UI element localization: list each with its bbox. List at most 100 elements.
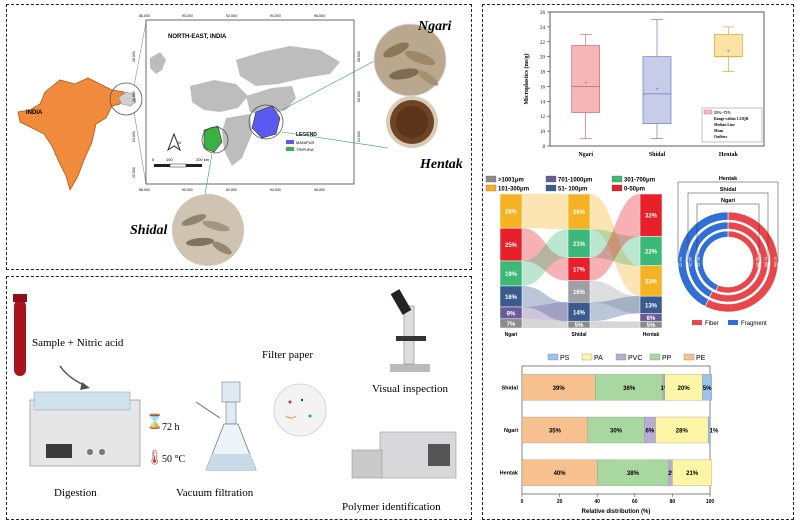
particle-2 (308, 414, 312, 418)
size-legend-label-4: 51- 100μm (558, 187, 587, 193)
hourglass-icon: ⌛ (146, 413, 163, 430)
spectrometer-scope (351, 449, 383, 479)
boxplot-ytick-label-6: 20 (540, 56, 546, 61)
polymer-xtick-label-4: 80 (670, 499, 676, 505)
size-legend-swatch-1 (545, 175, 557, 183)
size-xlabel-shidal: Shidal (571, 332, 587, 338)
boxplot-legend-0: 25%~75% (714, 111, 731, 115)
boxplot-ytick-label-1: 10 (540, 130, 546, 135)
size-distribution-chart: 26%25%19%16%9%7%Ngari26%21%17%16%14%5%Sh… (485, 175, 663, 338)
boxplot-ytick-label-5: 18 (540, 71, 546, 76)
flow-1-2 (590, 194, 640, 281)
size-bar-shidal-5 (567, 320, 591, 329)
lon-tick-bottom-4: 96.000 (314, 188, 325, 192)
region-title: NORTH-EAST, INDIA (168, 34, 227, 40)
box-mean-hentak (727, 49, 730, 52)
size-label-shidal-5: 5% (575, 323, 584, 329)
donut-bracket-ngari (696, 203, 760, 262)
link-shidal (204, 153, 213, 195)
boxplot-legend-2: Median Line (714, 123, 735, 127)
ngari-photo (373, 23, 447, 97)
funnel-neck (225, 401, 237, 425)
size-legend-swatch-5 (611, 184, 623, 192)
boxplot-xlabel-ngari: Ngari (578, 152, 593, 158)
scale-label-100: 100 (166, 157, 173, 162)
filter-paper (273, 383, 327, 437)
size-legend-swatch-4 (545, 184, 557, 192)
size-legend-swatch-0 (485, 175, 497, 183)
size-label-ngari-3: 16% (505, 295, 518, 301)
bath-display (46, 444, 72, 458)
donut-fragment-shidal (687, 221, 729, 298)
polymer-xlabel: Relative distribution (%) (582, 509, 651, 515)
flow-0-4 (522, 302, 568, 322)
spectrometer (351, 431, 457, 479)
flow-0-1 (522, 228, 568, 281)
flow-1-4 (590, 296, 640, 322)
size-legend-label-0: >1001μm (498, 178, 524, 184)
boxplot-legend-swatch-iqr (703, 109, 713, 115)
link-ngari (281, 57, 381, 111)
boxplot-ytick-label-8: 24 (540, 26, 546, 31)
arunachal-shape (236, 46, 340, 86)
polymer-bar-shidal-pe (521, 374, 596, 401)
polymer-bar-hentak-pp (597, 459, 669, 486)
polymer-legend-label-ps: PS (560, 355, 570, 362)
polymer-legend-label-pa: PA (594, 355, 603, 362)
polymer-label-ngari-ps: 1% (710, 429, 719, 435)
temp-label: 50 °C (162, 454, 185, 465)
bath-lid (33, 391, 131, 411)
manipur-circle (248, 104, 284, 140)
particle-3 (300, 398, 304, 402)
size-label-shidal-2: 17% (573, 268, 586, 274)
map-panel (6, 4, 472, 270)
lon-tick-bottom-0: 88.000 (139, 188, 150, 192)
inset-circle (109, 82, 143, 116)
zoom-line-bottom (133, 111, 147, 185)
shidal-fish-4 (212, 241, 232, 255)
zoom-line-top (133, 21, 147, 87)
shidal-fish-2 (202, 220, 230, 232)
size-legend-label-2: 301-700μm (624, 178, 655, 184)
microscope-eyepiece (390, 289, 412, 315)
shidal-fish-1 (181, 214, 207, 226)
lon-tick-0: 88.000 (139, 14, 150, 18)
boxplot-frame (549, 11, 765, 147)
thermometer-icon: 🌡 (146, 449, 164, 465)
boxplot-legend-1: Range within 1.5IQR (714, 117, 749, 121)
polymer-bar-shidal-pa (664, 374, 703, 401)
north-arrow-icon (166, 132, 182, 152)
polymer-legend-swatch-pvc (615, 353, 627, 361)
lat-tick-right-2: 24.000 (357, 131, 361, 142)
digestion-label: Digestion (54, 487, 97, 499)
polymer-xtick-label-5: 100 (706, 499, 715, 505)
donut-bracket-shidal (687, 192, 769, 262)
donut-fiber-pct-ngari: 56.3% (755, 257, 759, 267)
flask-liquid (206, 454, 256, 470)
size-label-ngari-1: 25% (505, 243, 518, 249)
polymer-legend-swatch-pa (581, 353, 593, 361)
scale-label-0: 0 (152, 157, 155, 162)
size-label-shidal-0: 26% (573, 210, 586, 216)
flow-0-5 (522, 318, 568, 328)
box-mean-ngari (584, 81, 587, 84)
polymer-bar-ngari-ps (707, 416, 711, 444)
box-shidal (642, 56, 672, 125)
size-label-ngari-0: 26% (505, 210, 518, 216)
india-map: INDIA (17, 77, 143, 192)
bath-knob-2 (99, 449, 105, 455)
donut-fiber-pct-shidal: 57.8% (764, 257, 768, 267)
india-label: INDIA (26, 110, 43, 116)
legend-swatch-manipur (286, 140, 294, 144)
filter-label: Filter paper (262, 349, 313, 361)
polymer-label-ngari-pvc: 6% (646, 429, 655, 435)
shidal-fish-image (172, 194, 244, 266)
lat-tick-1: 26.000 (132, 91, 136, 102)
lon-tick-bottom-3: 94.000 (270, 188, 281, 192)
size-label-shidal-4: 14% (573, 310, 586, 316)
boxplot-ytick-label-3: 14 (540, 100, 546, 105)
lon-tick-1: 90.000 (182, 14, 193, 18)
polymer-legend-label-pp: PP (662, 355, 672, 362)
